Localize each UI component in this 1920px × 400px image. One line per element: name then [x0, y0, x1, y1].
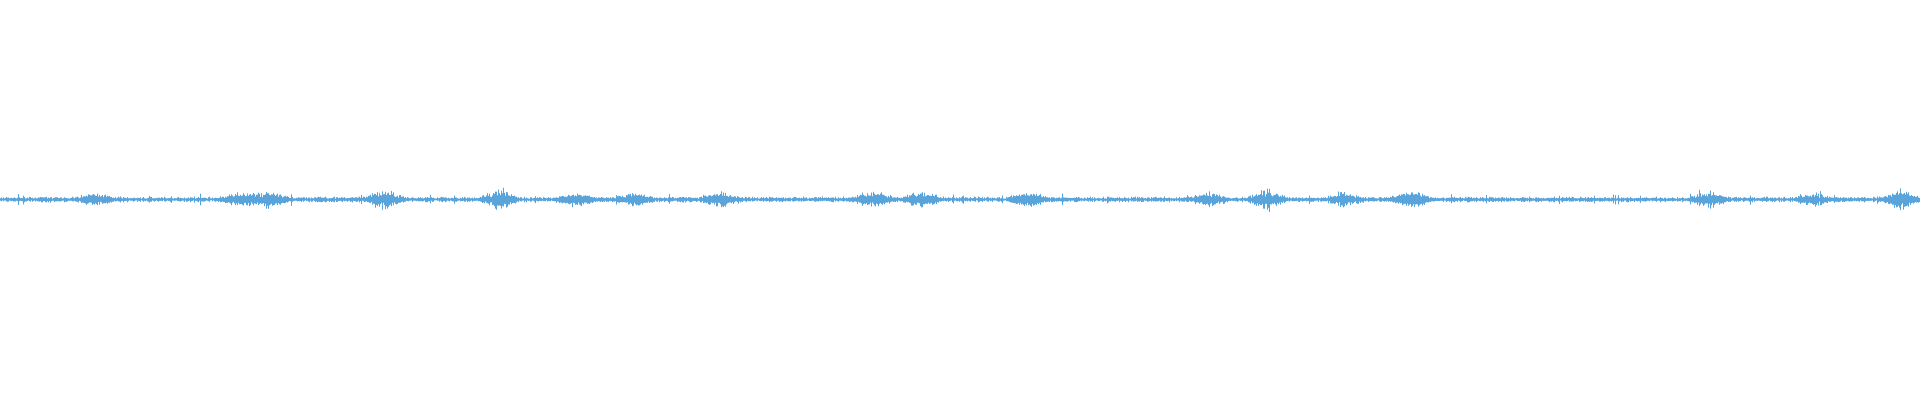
- waveform-samples: [0, 187, 1920, 212]
- waveform-path: [0, 187, 1920, 212]
